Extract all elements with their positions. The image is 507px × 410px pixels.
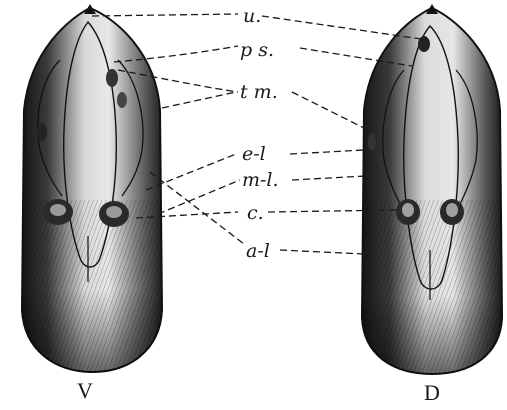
dorsal-pupa (362, 4, 502, 374)
label-c: c. (247, 202, 264, 224)
label-tm: t m. (240, 81, 278, 103)
label-u: u. (243, 5, 261, 27)
label-al: a-l (246, 240, 270, 262)
caption-ventral: V (77, 378, 93, 403)
label-ml: m-l. (242, 169, 279, 191)
label-el: e-l (242, 143, 266, 165)
caption-dorsal: D (424, 380, 440, 405)
label-ps: p s. (240, 39, 274, 61)
